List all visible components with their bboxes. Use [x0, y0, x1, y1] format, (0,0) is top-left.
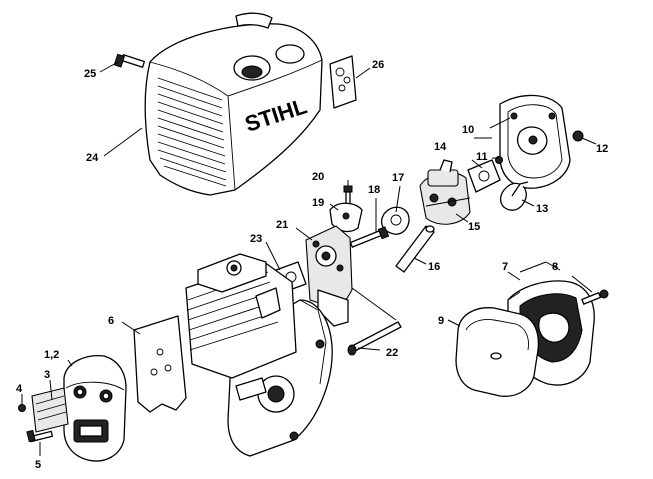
fuel-tube-part[interactable]	[395, 225, 435, 273]
callout-8: 8	[552, 261, 558, 273]
heat-shield-part[interactable]	[133, 315, 187, 413]
choke-lever-part[interactable]	[499, 181, 529, 211]
gasket-part[interactable]	[467, 159, 501, 193]
arrester-screen-part[interactable]	[31, 387, 69, 433]
callout-24: 24	[86, 152, 99, 164]
filter-base-part[interactable]	[499, 94, 571, 189]
callout-14: 14	[434, 141, 447, 153]
callout-4: 4	[16, 383, 23, 395]
callout-7: 7	[502, 261, 508, 273]
long-bolt-part[interactable]	[349, 226, 390, 248]
callout-1-2: 1,2	[44, 349, 59, 361]
shroud-vent-slots	[157, 77, 227, 187]
carburetor-part[interactable]	[419, 159, 471, 225]
muffler-part[interactable]	[63, 355, 127, 462]
callout-5: 5	[35, 459, 41, 471]
intake-gasket-part[interactable]	[380, 206, 410, 235]
callout-3: 3	[44, 369, 50, 381]
callout-19: 19	[312, 197, 324, 209]
filter-cover-screw-part[interactable]	[581, 289, 609, 305]
intake-manifold-part[interactable]	[305, 225, 353, 327]
callout-12: 12	[596, 143, 608, 155]
engine-block-part	[185, 253, 333, 457]
muffler-screw-short-part[interactable]	[18, 404, 26, 412]
callout-15: 15	[468, 221, 480, 233]
through-bolt-part[interactable]	[347, 321, 402, 356]
muffler-screw-long-part[interactable]	[26, 429, 54, 443]
callout-22: 22	[386, 347, 398, 359]
callout-10: 10	[462, 124, 474, 136]
leader-lines	[21, 61, 597, 456]
callout-18: 18	[368, 184, 380, 196]
callout-11: 11	[476, 151, 488, 163]
callout-26: 26	[372, 59, 384, 71]
hex-nut-part[interactable]	[572, 130, 584, 142]
callout-20: 20	[312, 171, 324, 183]
callout-9: 9	[438, 315, 444, 327]
shroud-screw-part[interactable]	[113, 53, 146, 68]
shroud-cover-part[interactable]: STIHL	[144, 12, 323, 196]
callout-13: 13	[536, 203, 548, 215]
air-filter-element-part[interactable]	[455, 307, 540, 397]
callout-labels: 25 24 26 10 14 11 12 13 17 15 16 18 20 1…	[16, 59, 608, 471]
callout-25: 25	[84, 68, 96, 80]
decal-label-part[interactable]	[329, 55, 357, 109]
callout-6: 6	[108, 315, 114, 327]
callout-16: 16	[428, 261, 440, 273]
callout-17: 17	[392, 172, 404, 184]
callout-23: 23	[250, 233, 262, 245]
callout-21: 21	[276, 219, 288, 231]
